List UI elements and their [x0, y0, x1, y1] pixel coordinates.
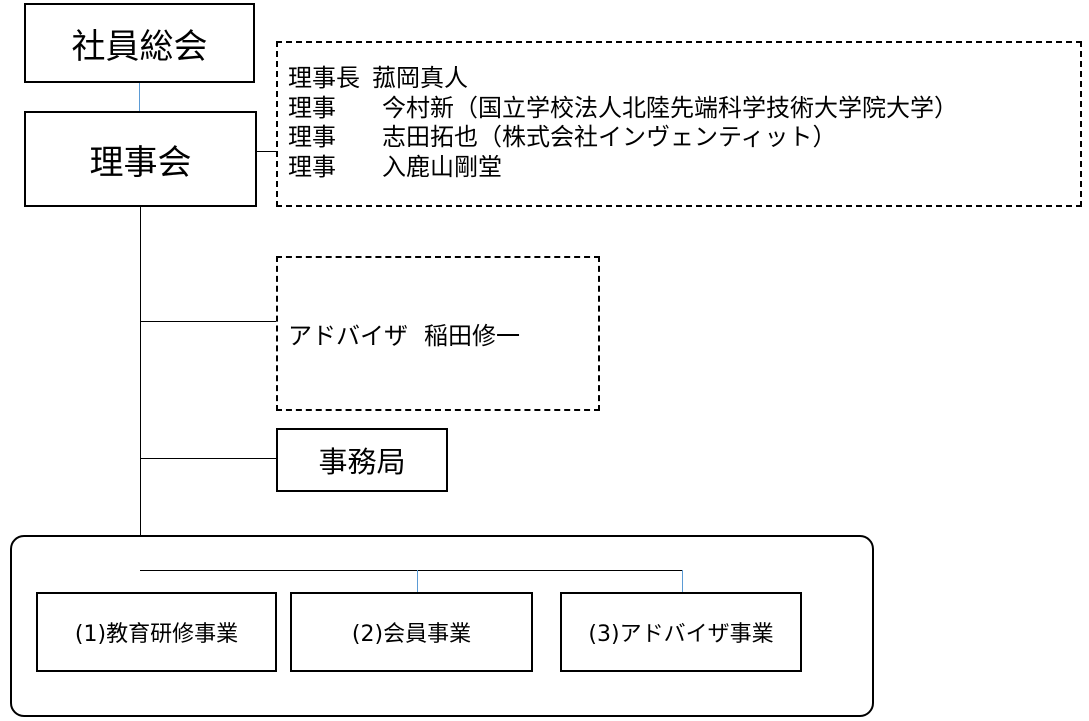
member-name: 志田拓也（株式会社インヴェンティット）: [382, 123, 837, 151]
general-assembly-node: 社員総会: [24, 3, 255, 83]
connector-office: [140, 458, 276, 459]
general-assembly-label: 社員総会: [71, 26, 208, 67]
office-node: 事務局: [276, 428, 448, 492]
board-member: 理事 志田拓也（株式会社インヴェンティット）: [288, 123, 958, 153]
member-name: 入鹿山剛堂: [382, 152, 502, 181]
member-name: 今村新（国立学校法人北陸先端科学技術大学院大学）: [382, 93, 958, 122]
member-role: 理事: [288, 152, 336, 181]
project-membership: (2)会員事業: [290, 592, 533, 672]
connector-trunk: [140, 207, 141, 592]
member-role: 理事長: [288, 64, 360, 92]
advisor-box: アドバイザ稲田修一: [276, 256, 600, 411]
advisor-role: アドバイザ: [288, 322, 408, 350]
board-members-list: 理事長 菰岡真人 理事 今村新（国立学校法人北陸先端科学技術大学院大学） 理事 …: [288, 64, 958, 182]
member-name: 菰岡真人: [372, 64, 468, 92]
board-member-chair: 理事長 菰岡真人: [288, 64, 958, 94]
board-label: 理事会: [89, 142, 192, 183]
connector-project-2: [417, 570, 418, 592]
board-members-box: 理事長 菰岡真人 理事 今村新（国立学校法人北陸先端科学技術大学院大学） 理事 …: [276, 41, 1082, 207]
board-node: 理事会: [24, 111, 257, 207]
advisor-name: 稲田修一: [424, 322, 520, 350]
connector-advisor: [140, 321, 276, 322]
board-member: 理事 入鹿山剛堂: [288, 153, 958, 183]
board-member: 理事 今村新（国立学校法人北陸先端科学技術大学院大学）: [288, 94, 958, 124]
project-label: (1)教育研修事業: [74, 622, 239, 647]
member-role: 理事: [288, 93, 336, 122]
advisor-entry: アドバイザ稲田修一: [278, 316, 520, 351]
project-label: (3)アドバイザ事業: [588, 622, 774, 647]
project-label: (2)会員事業: [351, 622, 472, 647]
project-advisory: (3)アドバイザ事業: [560, 592, 802, 672]
member-role: 理事: [288, 123, 336, 151]
connector-project-3: [682, 570, 683, 592]
project-education-training: (1)教育研修事業: [36, 592, 277, 672]
connector-board-members: [257, 151, 276, 152]
connector-assembly-board: [139, 83, 140, 111]
office-label: 事務局: [318, 445, 406, 479]
connector-projects-branch: [140, 570, 682, 571]
